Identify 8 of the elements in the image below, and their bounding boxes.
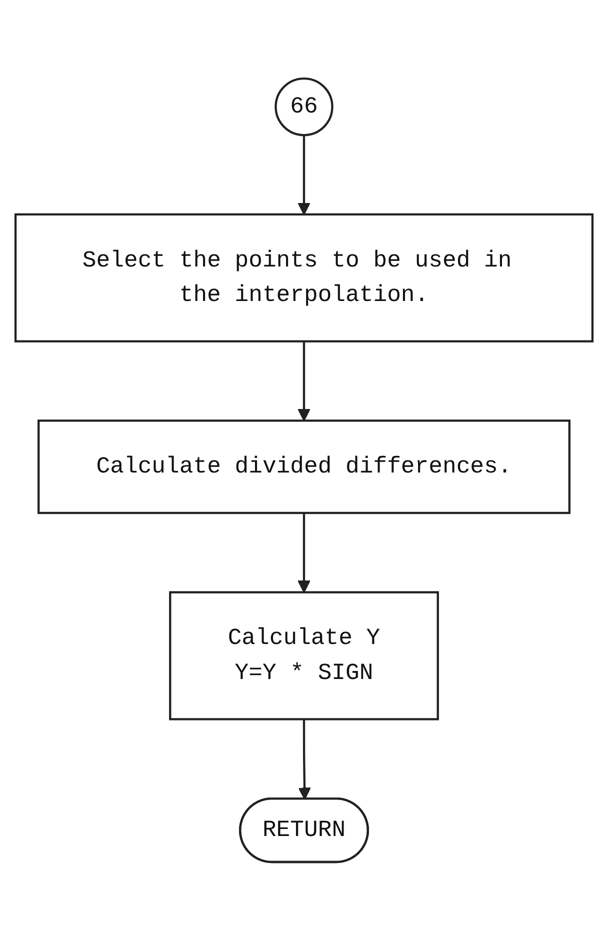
node-box	[169, 590, 439, 720]
arrow	[298, 512, 310, 593]
node-box	[38, 419, 570, 514]
node-circle	[274, 77, 334, 136]
arrow	[298, 134, 310, 215]
node-box	[14, 213, 594, 342]
flowchart: 66 Select the points to be used in the interpolation. Calculate divided differences. Calculate Y Y=Y * SIGN RETURN	[4, 66, 604, 874]
arrow	[298, 341, 310, 421]
